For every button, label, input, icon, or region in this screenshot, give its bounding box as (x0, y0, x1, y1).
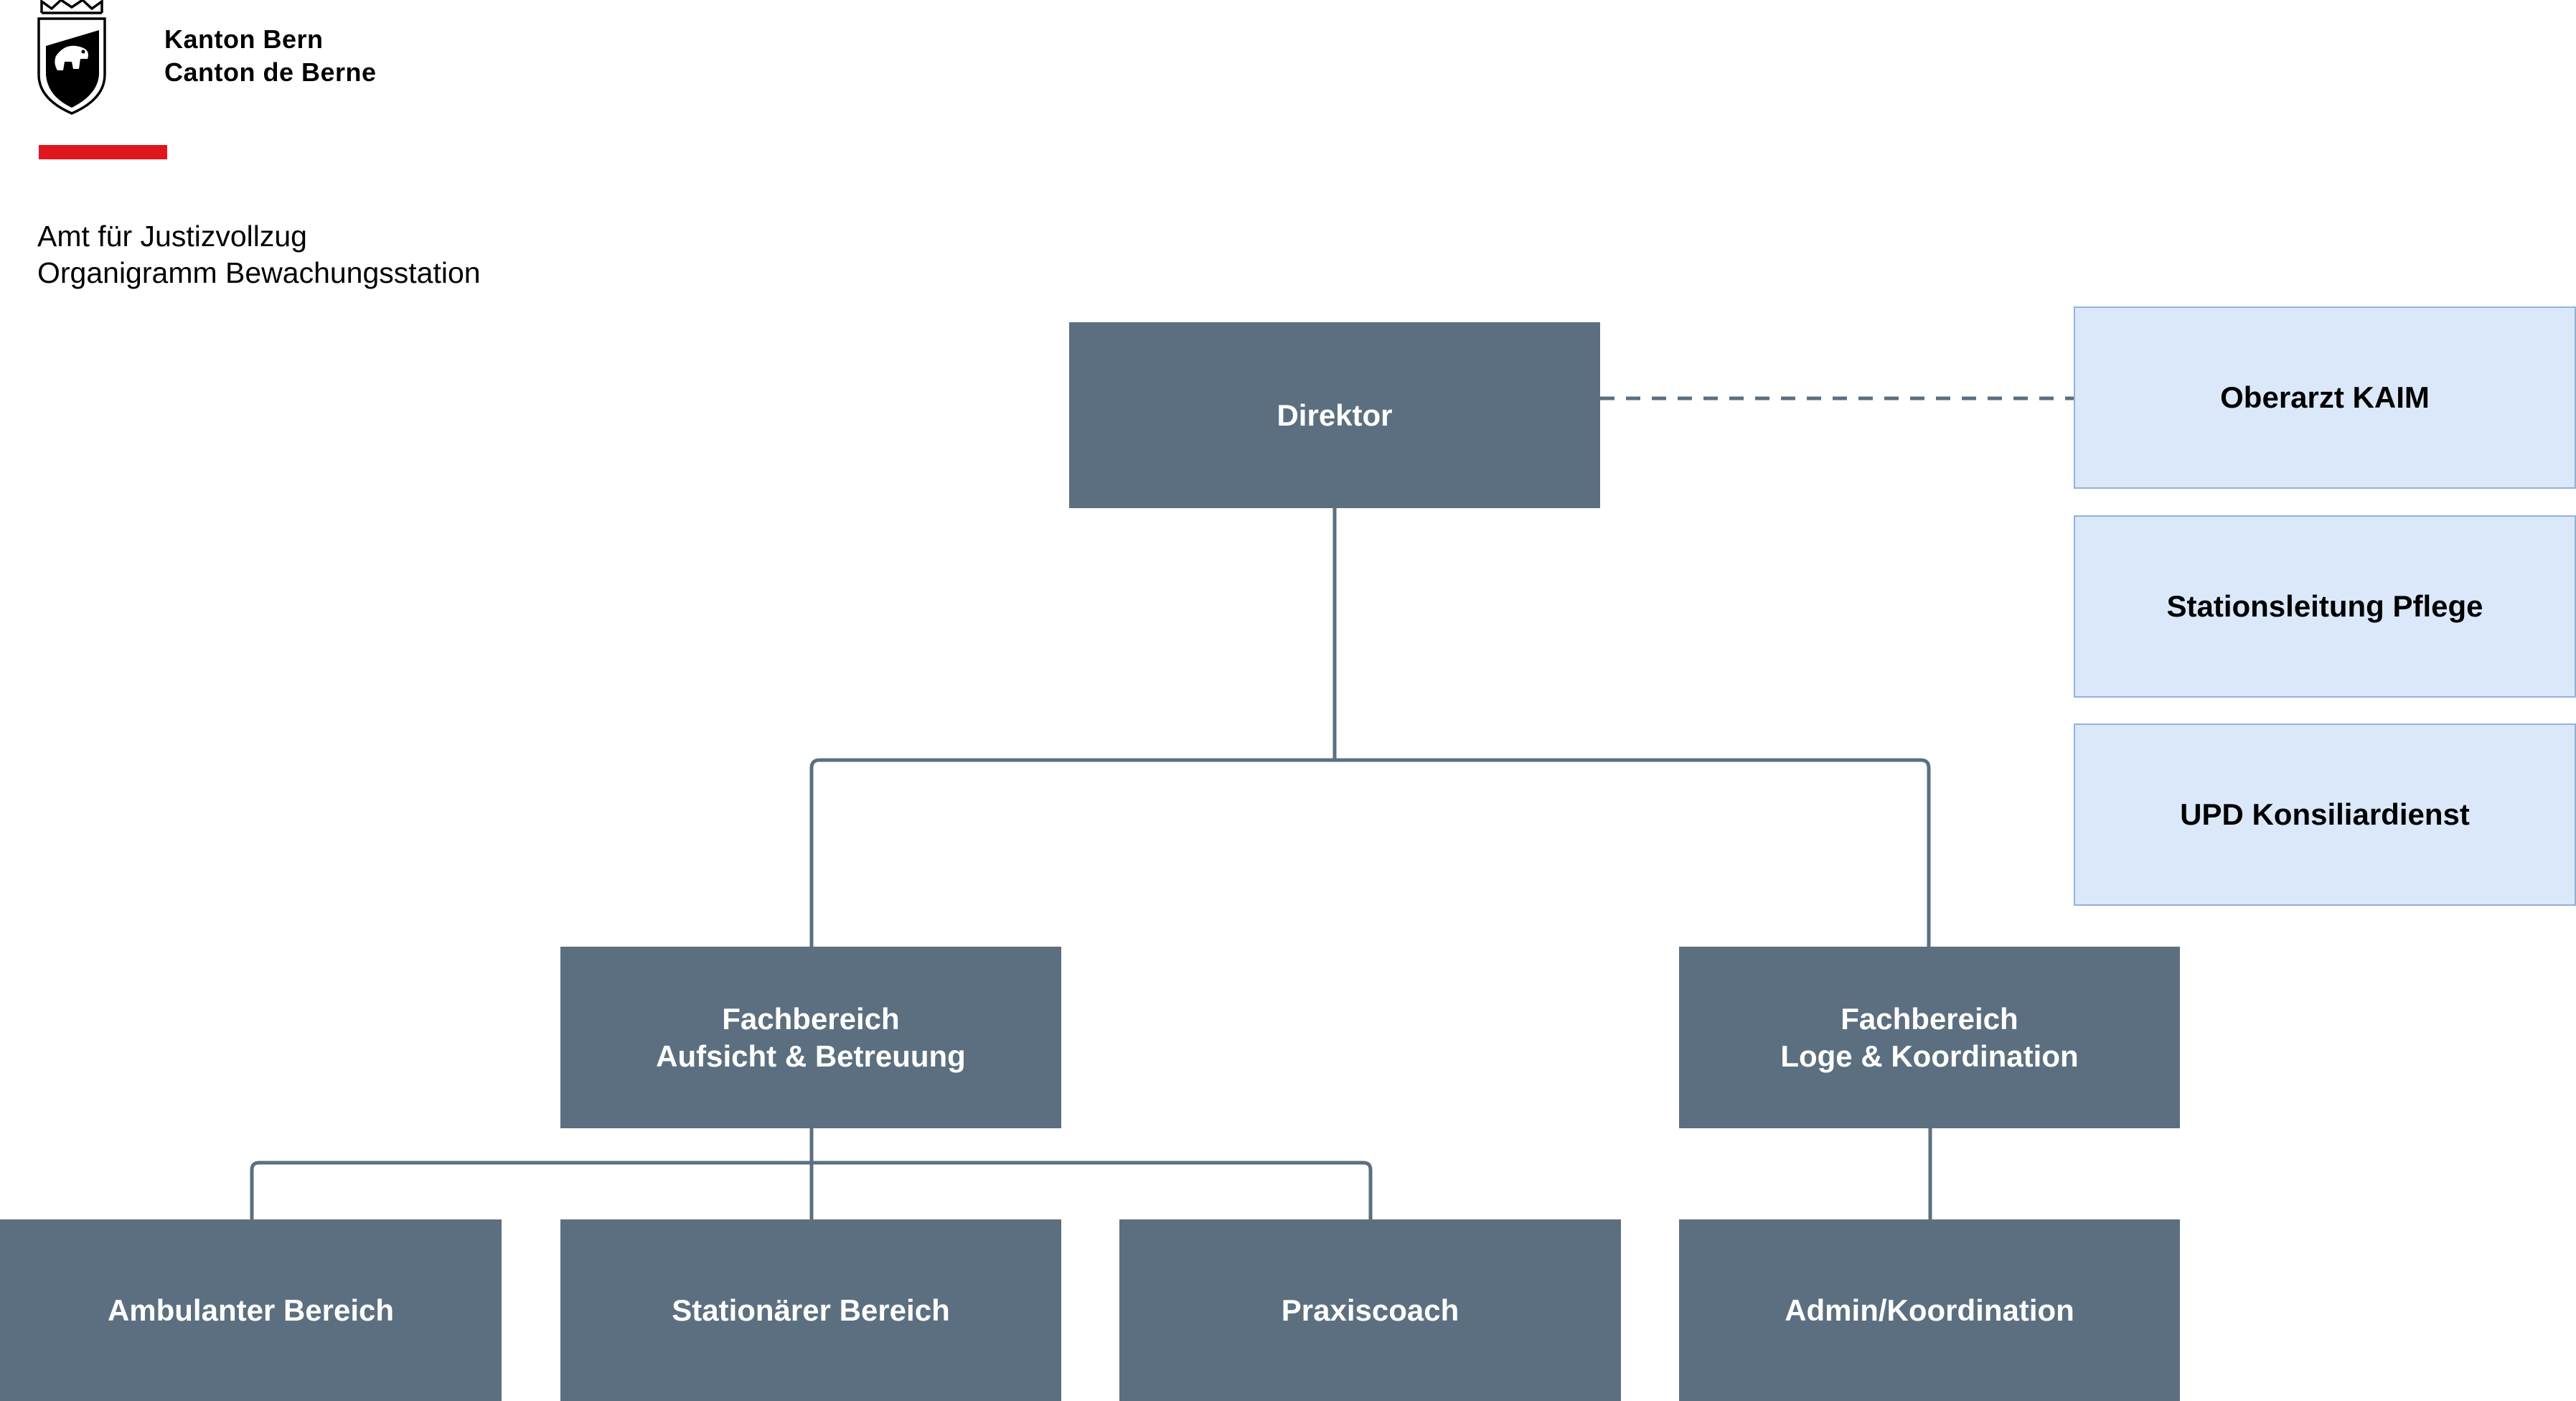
box-team-praxiscoach: Praxiscoach (1119, 1219, 1621, 1401)
box-department-aufsicht: Fachbereich Aufsicht & Betreuung (560, 947, 1061, 1128)
canton-name-french: Canton de Berne (164, 57, 377, 87)
box-department-loge: Fachbereich Loge & Koordination (1679, 947, 2180, 1128)
line-director-departments (809, 758, 1931, 947)
box-team-stationaer: Stationärer Bereich (560, 1219, 1061, 1401)
box-team-ambulant: Ambulanter Bereich (0, 1219, 502, 1401)
box-upd-konsiliardienst: UPD Konsiliardienst (2074, 723, 2576, 906)
box-team-admin: Admin/Koordination (1679, 1219, 2180, 1401)
line-aufsicht-teams (250, 1161, 1373, 1220)
box-director: Direktor (1069, 322, 1600, 508)
box-stationsleitung: Stationsleitung Pflege (2074, 515, 2576, 698)
box-oberarzt: Oberarzt KAIM (2074, 306, 2576, 489)
office-name: Amt für Justizvollzug (37, 220, 307, 253)
accent-bar (39, 145, 167, 159)
canton-name-german: Kanton Bern (164, 24, 324, 54)
document-title: Organigramm Bewachungsstation (37, 256, 481, 289)
bern-crest-logo (37, 0, 106, 115)
